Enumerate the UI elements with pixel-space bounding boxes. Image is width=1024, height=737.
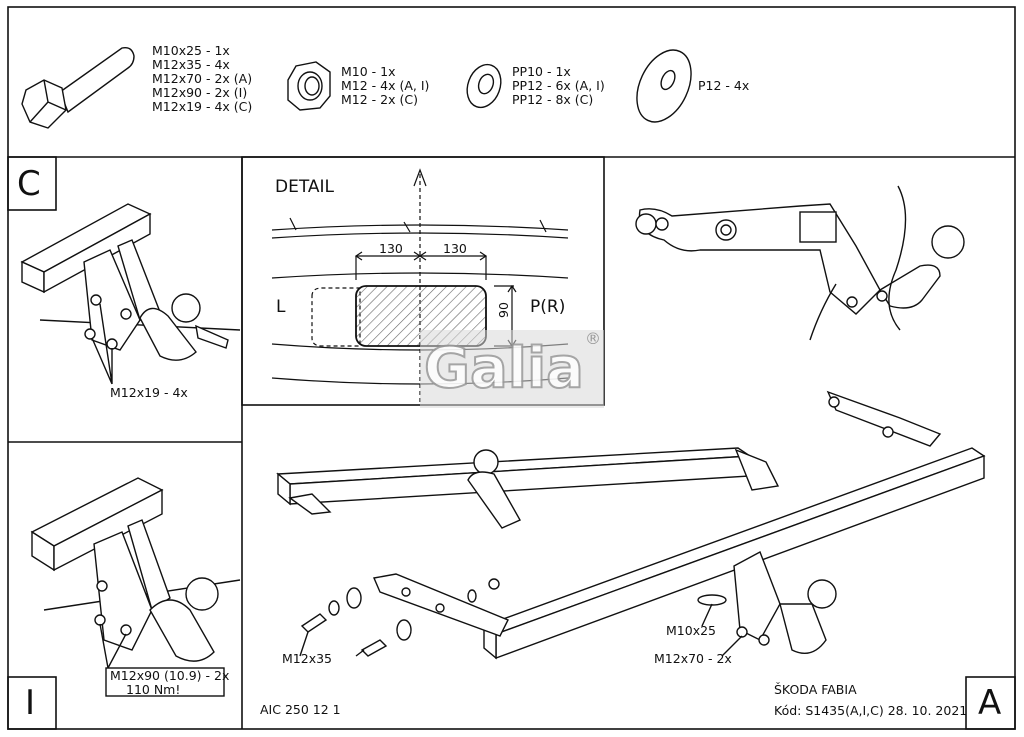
nut-list-item: M12 - 2x (C) xyxy=(341,92,418,107)
bolt-list-item: M12x19 - 4x (C) xyxy=(152,99,253,114)
bolt-list-item: M12x70 - 2x (A) xyxy=(152,71,253,86)
bolt-list-item: M12x35 - 4x xyxy=(152,57,230,72)
small-washer-list-item: PP12 - 6x (A, I) xyxy=(512,78,605,93)
bolt-icon xyxy=(21,46,135,129)
panel-c-callout: M12x19 - 4x xyxy=(110,385,188,400)
small-washer-list: PP10 - 1x PP12 - 6x (A, I) PP12 - 8x (C) xyxy=(512,65,605,107)
vehicle-name: ŠKODA FABIA xyxy=(774,682,857,697)
letter-box-c xyxy=(7,156,57,211)
bolt-list-item: M10x25 - 1x xyxy=(152,43,230,58)
nut-list-item: M12 - 4x (A, I) xyxy=(341,78,430,93)
large-washer-list-item: P12 - 4x xyxy=(698,78,750,93)
callout-m10x25: M10x25 xyxy=(666,623,716,638)
side-label-right: P(R) xyxy=(530,297,566,317)
assembly-a-sketch xyxy=(276,390,986,660)
dimension-left: 130 xyxy=(379,241,403,256)
panel-i-callout-line1: M12x90 (10.9) - 2x xyxy=(110,668,230,683)
drawing-code-left: AIC 250 12 1 xyxy=(260,702,341,717)
letter-box-a xyxy=(965,676,1016,730)
panel-letter-a: A xyxy=(978,683,1002,723)
drawing-code-right: Kód: S1435(A,I,C) 28. 10. 2021 xyxy=(774,703,968,718)
dimension-right: 130 xyxy=(443,241,467,256)
dimension-height: 90 xyxy=(496,302,511,318)
callout-m12x70: M12x70 - 2x xyxy=(654,651,732,666)
nut-list: M10 - 1x M12 - 4x (A, I) M12 - 2x (C) xyxy=(341,65,429,107)
letter-box-i xyxy=(7,676,57,730)
nut-icon xyxy=(287,61,331,111)
outer-frame xyxy=(7,6,1016,730)
small-washer-list-item: PP10 - 1x xyxy=(512,64,571,79)
side-label-left: L xyxy=(276,297,286,317)
panel-c-sketch xyxy=(20,203,241,385)
watermark-registered-mark: ® xyxy=(585,329,601,348)
panel-i-sketch xyxy=(30,477,241,697)
watermark-logo: Galia xyxy=(423,336,585,401)
nut-list-item: M10 - 1x xyxy=(341,64,396,79)
panel-letter-i: I xyxy=(25,683,36,723)
bolt-list-item: M12x90 - 2x (I) xyxy=(152,85,248,100)
panel-i-callout-line2: 110 Nm! xyxy=(126,682,181,697)
small-washer-list-item: PP12 - 8x (C) xyxy=(512,92,594,107)
panel-letter-c: C xyxy=(17,164,41,204)
watermark-backdrop xyxy=(420,330,604,408)
large-washer-list: P12 - 4x xyxy=(698,79,749,93)
bolt-list: M10x25 - 1x M12x35 - 4x M12x70 - 2x (A) … xyxy=(152,44,252,114)
callout-m12x35: M12x35 xyxy=(282,651,332,666)
small-washer-icon xyxy=(466,63,502,109)
detail-title: DETAIL xyxy=(275,177,335,197)
large-washer-icon xyxy=(636,49,692,123)
tow-arm-sketch xyxy=(635,185,965,341)
